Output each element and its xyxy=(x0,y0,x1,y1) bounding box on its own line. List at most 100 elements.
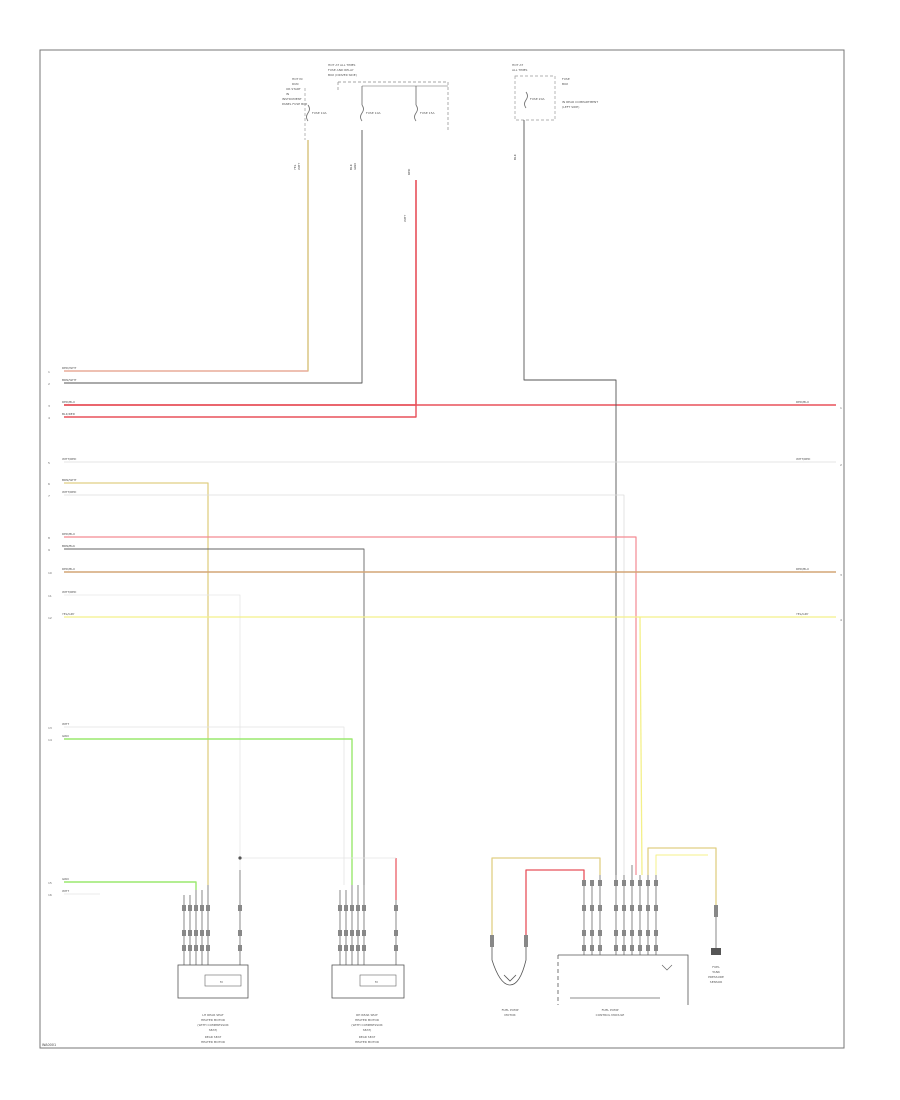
right-bus-label-2: WHT/RED xyxy=(796,457,811,461)
bus-num-6: 6 xyxy=(48,482,50,486)
module-outline xyxy=(558,954,689,1005)
bus-label-14: GRN xyxy=(62,734,69,738)
fuse-block-1-header-2: FUSE AND RELAY xyxy=(328,68,354,72)
wires xyxy=(64,120,836,935)
module-name-1: FUEL PUMP xyxy=(602,1008,619,1012)
sensor-name-3: PRESSURE xyxy=(708,975,724,979)
fuse-block-2-right-label-1: FUSE xyxy=(562,77,570,81)
fuse-3-label: FUSE 15A xyxy=(420,111,435,115)
wire-label-7: BLK xyxy=(513,153,517,160)
wire-label-2: YEL xyxy=(293,164,297,170)
fuse-block-1-left-label-5: INSTRUMENT xyxy=(282,97,302,101)
wire-bus-13 xyxy=(64,726,345,885)
fuse-box-outline xyxy=(337,81,449,132)
sensor-name-4: SENSOR xyxy=(710,980,722,984)
wire-tan-pump xyxy=(491,857,601,935)
fuse-block-1-header-1: HOT AT ALL TIMES xyxy=(328,63,356,67)
bus-label-3: RED/BLU xyxy=(62,400,75,404)
wire-fuse1-tan xyxy=(64,140,309,372)
fuse-box-2-outline xyxy=(514,75,556,121)
wire-label-3: GRN xyxy=(353,163,357,170)
right-motor-name-4: SEAT) xyxy=(363,1028,372,1032)
right-bus-label-4: YEL/GRY xyxy=(796,612,809,616)
fuse-block-1-left-label-2: RUN xyxy=(292,82,299,86)
wire-label-5: RED xyxy=(407,168,411,175)
left-motor-box xyxy=(177,964,249,999)
bus-label-9: BRN/BLK xyxy=(62,544,76,548)
right-motor-connector-marks xyxy=(338,905,398,951)
right-motor-connector-pins xyxy=(339,885,397,965)
fuse-block-2-right-label-2: BOX xyxy=(562,82,568,86)
module-ground-symbol xyxy=(661,964,673,971)
bus-label-7: WHT/RED xyxy=(62,490,77,494)
right-motor-module-label: M xyxy=(375,980,378,984)
left-motor-name-6: HEATER MOTOR xyxy=(201,1040,225,1044)
fuse-1-label: FUSE 10A xyxy=(312,111,327,115)
bus-num-1: 1 xyxy=(48,370,50,374)
right-motor-name-2: HEATER MOTOR xyxy=(355,1018,379,1022)
fuse-block-2-right-label-3: IN REAR COMPARTMENT xyxy=(562,100,598,104)
bus-num-15: 15 xyxy=(48,881,52,885)
wire-pink-module xyxy=(64,536,637,875)
wire-bus-7 xyxy=(64,494,625,875)
bus-label-2: BRN/WHT xyxy=(62,378,77,382)
left-motor-name-1: LH REAR SEAT xyxy=(202,1013,224,1017)
fuse-2-label: FUSE 10A xyxy=(366,111,381,115)
fuel-pump-pin-1 xyxy=(490,935,494,947)
fuel-pump-name-1: FUEL PUMP xyxy=(502,1008,519,1012)
bus-label-1: RED/WHT xyxy=(62,366,77,370)
fuse-2-symbol xyxy=(360,104,364,122)
fuse-block-2-right-label-4: (LEFT SIDE) xyxy=(562,105,579,109)
bus-label-5: WHT/RED xyxy=(62,457,77,461)
wire-label-1: WHT xyxy=(297,163,301,170)
bus-num-9: 9 xyxy=(48,548,50,552)
fuse-block-1-left-label-4: IN xyxy=(286,92,289,96)
left-motor: M LH REAR SEAT HEATER MOTOR (WITH COMPRE… xyxy=(177,856,249,1044)
wire-tan-sensor xyxy=(647,847,717,905)
diagram-border xyxy=(39,49,845,1049)
module-connector-marks xyxy=(582,880,658,951)
module-name-2: CONTROL MODULE xyxy=(596,1013,625,1017)
fuel-pump-control-module: FUEL PUMP CONTROL MODULE xyxy=(557,865,689,1017)
fuse-block-1-left-label-3: OR START xyxy=(286,87,301,91)
wire-yellow-sensor xyxy=(655,854,708,875)
bus-label-11: WHT/RED xyxy=(62,590,77,594)
left-motor-name-2: HEATER MOTOR xyxy=(201,1018,225,1022)
wire-gray-right-motor xyxy=(64,548,365,885)
fuse-3-symbol xyxy=(414,104,418,122)
fuel-pump-name-2: MOTOR xyxy=(504,1013,515,1017)
right-bus-num-4: 4 xyxy=(840,618,842,622)
fuse-block-1: HOT AT ALL TIMES FUSE AND RELAY BOX (DRI… xyxy=(282,63,449,222)
left-motor-module-label: M xyxy=(220,980,223,984)
bus-num-11: 11 xyxy=(48,594,52,598)
left-motor-name-4: SEAT) xyxy=(209,1028,218,1032)
fuel-pump-arrow xyxy=(503,974,517,982)
bus-num-7: 7 xyxy=(48,494,50,498)
left-motor-name-5: REAR SEAT xyxy=(205,1035,222,1039)
bus-num-12: 12 xyxy=(48,616,52,620)
right-bus-num-2: 2 xyxy=(840,463,842,467)
bus-label-12: YEL/GRY xyxy=(62,612,75,616)
right-bus-label-3: RED/BLU xyxy=(796,567,809,571)
sensor-pin xyxy=(714,905,718,917)
wire-label-6: WHT xyxy=(403,215,407,222)
bus-num-10: 10 xyxy=(48,571,52,575)
bus-num-13: 13 xyxy=(48,726,52,730)
wire-label-4: BLK xyxy=(349,163,353,170)
sensor-body xyxy=(711,948,721,955)
wire-bus-11 xyxy=(64,594,241,870)
fuse-block-1-left-label-1: HOT IN xyxy=(292,77,303,81)
bus-num-2: 2 xyxy=(48,382,50,386)
bus-label-15: GRN xyxy=(62,877,69,881)
right-motor-box xyxy=(331,964,405,999)
right-bus-labels: RED/BLU 1 WHT/RED 2 RED/BLU 3 YEL/GRY 4 xyxy=(796,400,842,622)
wire-fuse4-gray xyxy=(523,120,617,875)
module-connector-pins xyxy=(583,865,657,955)
fuse-4-label: FUSE 20A xyxy=(530,97,545,101)
left-motor-name-3: (WITH COMPRESSOR xyxy=(197,1023,228,1027)
fuel-pump-motor: FUEL PUMP MOTOR xyxy=(490,935,528,1017)
right-motor-name-5: REAR SEAT xyxy=(359,1035,376,1039)
fuse-block-2-header-1: HOT AT xyxy=(512,63,523,67)
left-motor-connector-pins xyxy=(183,870,241,965)
